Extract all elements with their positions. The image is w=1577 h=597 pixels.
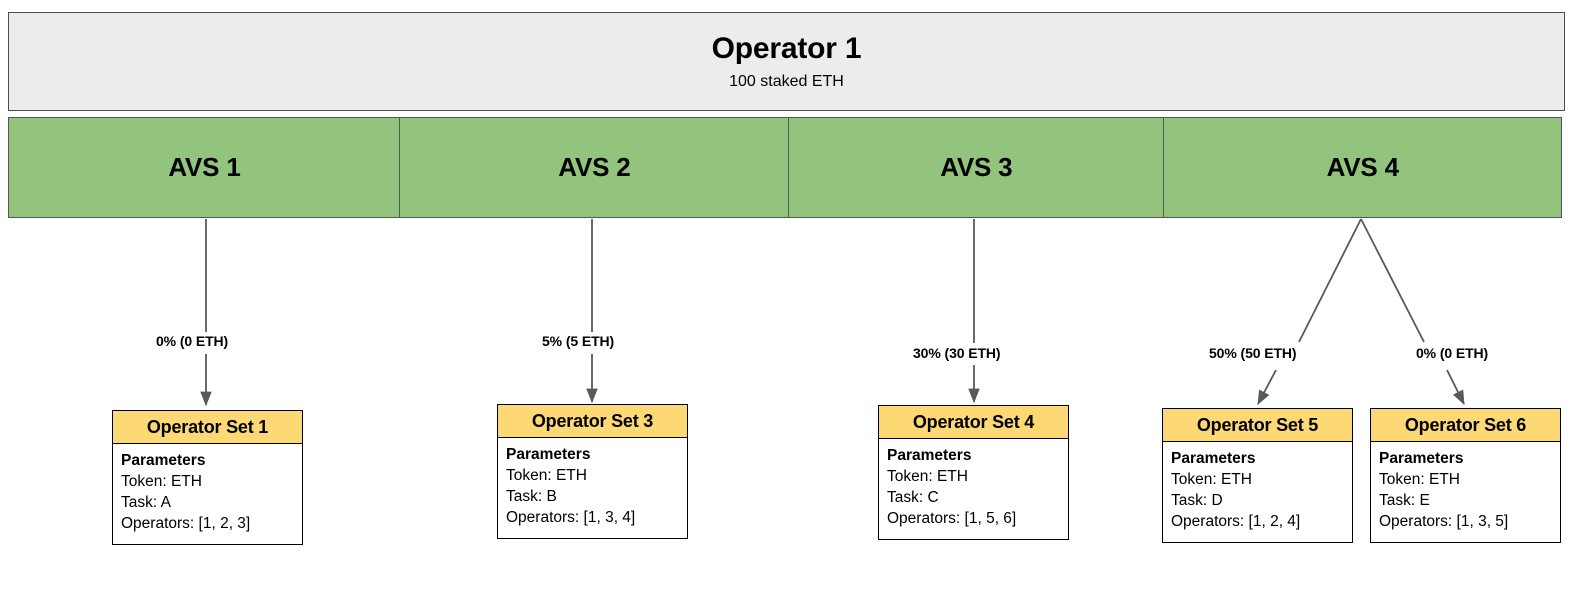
operator-set-card-6[interactable]: Operator Set 6 Parameters Token: ETH Tas… [1370,408,1561,543]
allocation-label-avs4-opset6: 0% (0 ETH) [1414,345,1491,361]
avs-cell-2[interactable]: AVS 2 [399,117,790,218]
parameter-task-3: Task: B [506,488,557,506]
operator-stake: 100 staked ETH [729,73,844,91]
edge-avs4-opset5-lower [1257,369,1277,405]
operator-set-title-4: Operator Set 4 [879,406,1068,439]
parameters-heading-3: Parameters [506,446,591,463]
operator-set-body-4: Parameters Token: ETH Task: C Operators:… [879,439,1068,536]
parameter-task-1: Task: A [121,494,171,512]
operator-set-card-3[interactable]: Operator Set 3 Parameters Token: ETH Tas… [497,404,688,539]
parameter-token-6: Token: ETH [1379,471,1460,489]
operator-set-title-6: Operator Set 6 [1371,409,1560,442]
parameter-operators-3: Operators: [1, 3, 4] [506,509,636,527]
edge-avs4-opset5-upper [1298,218,1362,343]
allocation-label-avs1-opset1: 0% (0 ETH) [154,333,231,349]
parameter-operators-5: Operators: [1, 2, 4] [1171,513,1301,531]
parameter-token-1: Token: ETH [121,473,202,491]
parameter-task-4: Task: C [887,489,939,507]
avs-label-3: AVS 3 [940,152,1013,182]
parameters-heading-6: Parameters [1379,450,1464,467]
allocation-label-avs2-opset3: 5% (5 ETH) [540,333,617,349]
avs-row: AVS 1 AVS 2 AVS 3 AVS 4 [8,117,1565,218]
parameter-operators-1: Operators: [1, 2, 3] [121,515,251,533]
avs-label-1: AVS 1 [168,152,241,182]
operator-set-title-3: Operator Set 3 [498,405,687,438]
edge-avs4-opset6-upper [1360,218,1425,343]
avs-cell-1[interactable]: AVS 1 [8,117,401,218]
parameter-operators-6: Operators: [1, 3, 5] [1379,513,1509,531]
allocation-label-avs4-opset5: 50% (50 ETH) [1207,345,1299,361]
operator-set-card-1[interactable]: Operator Set 1 Parameters Token: ETH Tas… [112,410,303,545]
operator-set-body-3: Parameters Token: ETH Task: B Operators:… [498,438,687,535]
parameters-heading-1: Parameters [121,452,206,469]
parameter-token-3: Token: ETH [506,467,587,485]
operator-set-title-1: Operator Set 1 [113,411,302,444]
parameters-heading-4: Parameters [887,447,972,464]
avs-cell-4[interactable]: AVS 4 [1163,117,1563,218]
avs-cell-3[interactable]: AVS 3 [787,117,1165,218]
allocation-label-avs3-opset4: 30% (30 ETH) [911,345,1003,361]
operator-set-card-5[interactable]: Operator Set 5 Parameters Token: ETH Tas… [1162,408,1353,543]
parameter-token-4: Token: ETH [887,468,968,486]
operator-set-body-5: Parameters Token: ETH Task: D Operators:… [1163,442,1352,539]
operator-set-body-6: Parameters Token: ETH Task: E Operators:… [1371,442,1560,539]
avs-label-4: AVS 4 [1326,152,1399,182]
operator-set-card-4[interactable]: Operator Set 4 Parameters Token: ETH Tas… [878,405,1069,540]
operator-box: Operator 1 100 staked ETH [8,12,1565,111]
parameters-heading-5: Parameters [1171,450,1256,467]
operator-set-title-5: Operator Set 5 [1163,409,1352,442]
parameter-task-5: Task: D [1171,492,1223,510]
parameter-task-6: Task: E [1379,492,1430,510]
operator-title: Operator 1 [711,31,862,65]
parameter-token-5: Token: ETH [1171,471,1252,489]
parameter-operators-4: Operators: [1, 5, 6] [887,510,1017,528]
avs-label-2: AVS 2 [558,152,631,182]
operator-set-body-1: Parameters Token: ETH Task: A Operators:… [113,444,302,541]
edge-avs4-opset6-lower [1446,369,1465,405]
